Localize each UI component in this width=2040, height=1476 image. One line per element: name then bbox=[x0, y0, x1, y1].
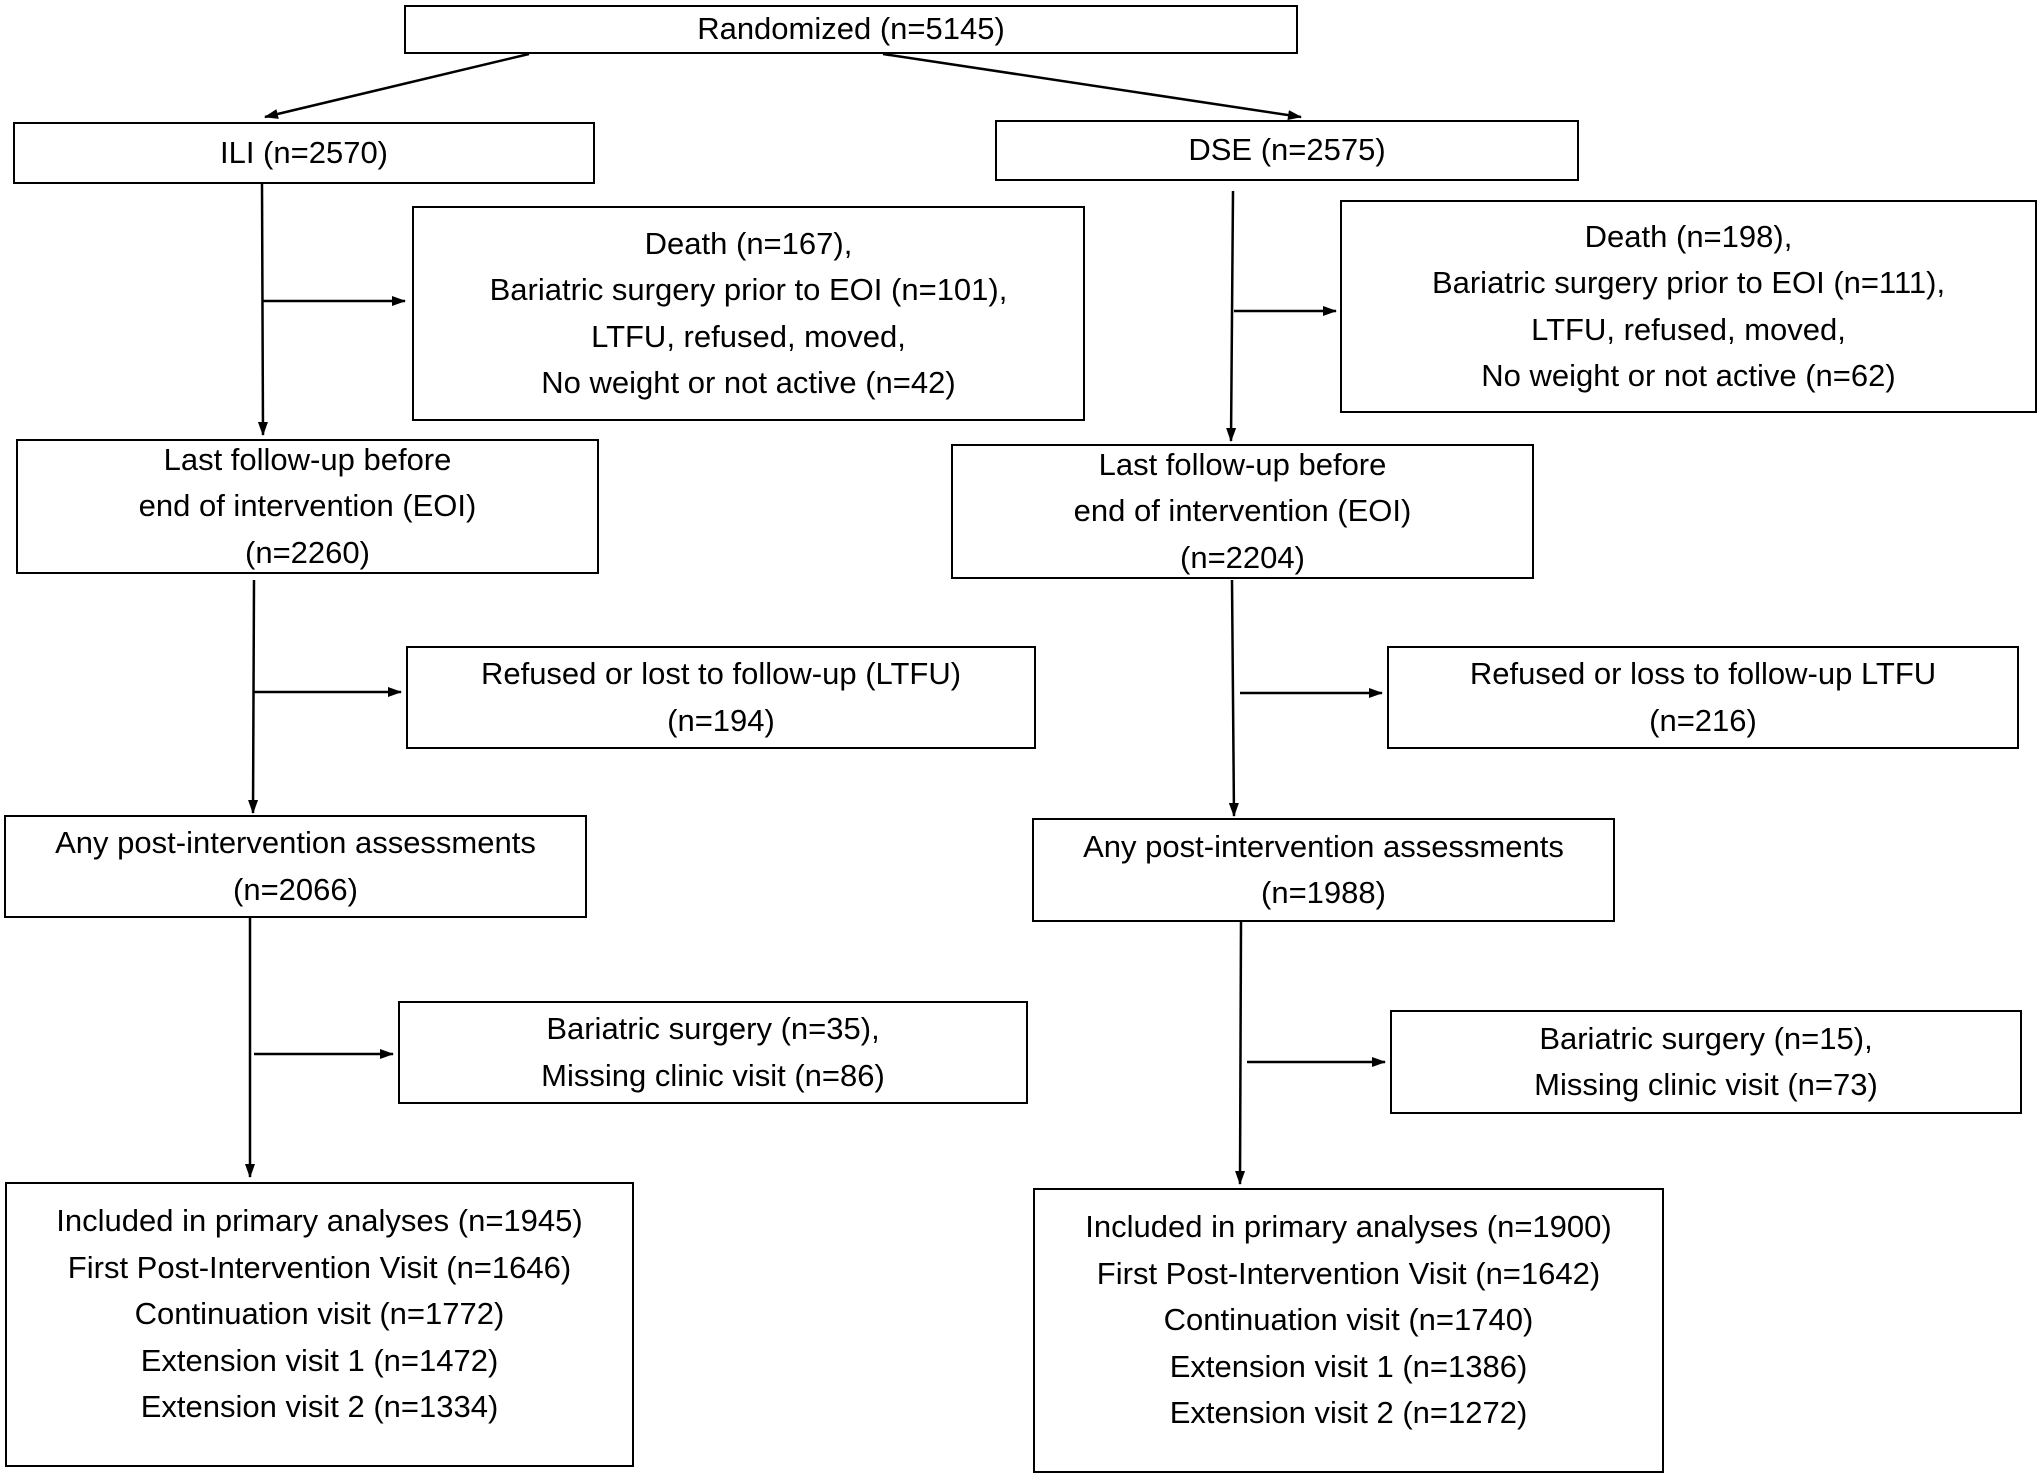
text-line: (n=216) bbox=[1649, 702, 1757, 738]
text-line: Bariatric surgery prior to EOI (n=111), bbox=[1431, 265, 1946, 300]
ili-exclusion3-text: Bariatric surgery (n=35), Missing clinic … bbox=[541, 1006, 885, 1099]
text-line: Extension visit 1 (n=1386) bbox=[1169, 1348, 1528, 1384]
text-line: Refused or loss to follow-up LTFU bbox=[1469, 656, 1937, 691]
text-line: end of intervention (EOI) bbox=[138, 488, 477, 524]
randomized-box: Randomized (n=5145) bbox=[404, 5, 1298, 54]
text-line: (n=2204) bbox=[1180, 539, 1305, 575]
flow-arrow bbox=[257, 183, 268, 436]
dse-included-box: Included in primary analyses (n=1900) Fir… bbox=[1033, 1188, 1664, 1473]
text-line: end of intervention (EOI) bbox=[1073, 493, 1412, 529]
text-line: First Post-Intervention Visit (n=1642) bbox=[1096, 1255, 1601, 1291]
ili-included-text: Included in primary analyses (n=1945) Fir… bbox=[56, 1198, 582, 1431]
dse-exclusion2-box: Refused or loss to follow-up LTFU (n=216) bbox=[1387, 646, 2019, 749]
dse-last-followup-text: Last follow-up before end of intervention… bbox=[1074, 442, 1412, 582]
ili-exclusion3-box: Bariatric surgery (n=35), Missing clinic … bbox=[398, 1001, 1028, 1104]
text-line: Included in primary analyses (n=1900) bbox=[1085, 1209, 1612, 1244]
flow-arrow bbox=[1228, 579, 1239, 817]
dse-exclusion3-text: Bariatric surgery (n=15), Missing clinic … bbox=[1534, 1016, 1878, 1109]
dse-post-assess-box: Any post-intervention assessments (n=1988… bbox=[1032, 818, 1615, 922]
text-line: ILI (n=2570) bbox=[219, 134, 389, 170]
ili-post-assess-box: Any post-intervention assessments (n=2066… bbox=[4, 815, 587, 918]
dse-last-followup-box: Last follow-up before end of intervention… bbox=[951, 444, 1534, 579]
randomized-text: Randomized (n=5145) bbox=[697, 6, 1005, 53]
text-line: Last follow-up before bbox=[163, 441, 452, 477]
dse-exclusion1-box: Death (n=198), Bariatric surgery prior to… bbox=[1340, 200, 2037, 413]
dse-arm-text: DSE (n=2575) bbox=[1188, 127, 1385, 174]
flow-arrow bbox=[264, 52, 530, 119]
text-line: Refused or lost to follow-up (LTFU) bbox=[480, 656, 962, 691]
dse-post-assess-text: Any post-intervention assessments (n=1988… bbox=[1083, 824, 1564, 917]
text-line: No weight or not active (n=42) bbox=[541, 365, 956, 400]
text-line: Continuation visit (n=1772) bbox=[134, 1296, 505, 1331]
flow-arrow bbox=[248, 579, 259, 814]
ili-last-followup-box: Last follow-up before end of intervention… bbox=[16, 439, 599, 574]
ili-exclusion2-text: Refused or lost to follow-up (LTFU) (n=19… bbox=[481, 651, 961, 744]
text-line: Included in primary analyses (n=1945) bbox=[56, 1203, 583, 1238]
text-line: Any post-intervention assessments bbox=[1083, 828, 1564, 864]
text-line: LTFU, refused, moved, bbox=[1531, 311, 1846, 347]
text-line: Bariatric surgery (n=35), bbox=[546, 1011, 880, 1046]
text-line: Continuation visit (n=1740) bbox=[1163, 1302, 1534, 1337]
text-line: (n=194) bbox=[667, 702, 775, 738]
ili-last-followup-text: Last follow-up before end of intervention… bbox=[139, 437, 477, 577]
ili-exclusion2-box: Refused or lost to follow-up (LTFU) (n=19… bbox=[406, 646, 1036, 749]
text-line: LTFU, refused, moved, bbox=[591, 318, 906, 354]
dse-exclusion2-text: Refused or loss to follow-up LTFU (n=216) bbox=[1470, 651, 1936, 744]
ili-arm-box: ILI (n=2570) bbox=[13, 122, 595, 184]
dse-included-text: Included in primary analyses (n=1900) Fir… bbox=[1085, 1204, 1611, 1437]
text-line: (n=2260) bbox=[245, 534, 370, 570]
text-line: Randomized (n=5145) bbox=[697, 11, 1005, 47]
text-line: Death (n=167), bbox=[644, 225, 853, 261]
text-line: No weight or not active (n=62) bbox=[1481, 358, 1896, 393]
text-line: (n=2066) bbox=[233, 871, 358, 907]
text-line: Bariatric surgery (n=15), bbox=[1539, 1020, 1873, 1056]
ili-included-box: Included in primary analyses (n=1945) Fir… bbox=[5, 1182, 634, 1467]
text-line: Extension visit 1 (n=1472) bbox=[140, 1342, 499, 1378]
text-line: Extension visit 2 (n=1334) bbox=[140, 1389, 499, 1424]
ili-exclusion1-box: Death (n=167), Bariatric surgery prior to… bbox=[412, 206, 1085, 421]
text-line: DSE (n=2575) bbox=[1188, 132, 1386, 168]
ili-exclusion1-text: Death (n=167), Bariatric surgery prior to… bbox=[490, 221, 1008, 407]
text-line: Extension visit 2 (n=1272) bbox=[1169, 1395, 1528, 1430]
text-line: Bariatric surgery prior to EOI (n=101), bbox=[489, 272, 1008, 307]
flow-arrow bbox=[1226, 190, 1237, 442]
flow-arrow bbox=[882, 52, 1302, 121]
text-line: Death (n=198), bbox=[1584, 218, 1793, 254]
text-line: Missing clinic visit (n=73) bbox=[1534, 1067, 1878, 1102]
text-line: Last follow-up before bbox=[1098, 446, 1387, 482]
dse-exclusion1-text: Death (n=198), Bariatric surgery prior to… bbox=[1432, 214, 1945, 400]
ili-post-assess-text: Any post-intervention assessments (n=2066… bbox=[55, 820, 536, 913]
dse-exclusion3-box: Bariatric surgery (n=15), Missing clinic … bbox=[1390, 1010, 2022, 1114]
text-line: Any post-intervention assessments bbox=[55, 825, 536, 860]
flow-arrow bbox=[1235, 921, 1246, 1185]
text-line: Missing clinic visit (n=86) bbox=[541, 1057, 885, 1093]
text-line: First Post-Intervention Visit (n=1646) bbox=[67, 1249, 572, 1285]
dse-arm-box: DSE (n=2575) bbox=[995, 120, 1579, 181]
ili-arm-text: ILI (n=2570) bbox=[220, 130, 388, 177]
text-line: (n=1988) bbox=[1261, 875, 1386, 910]
